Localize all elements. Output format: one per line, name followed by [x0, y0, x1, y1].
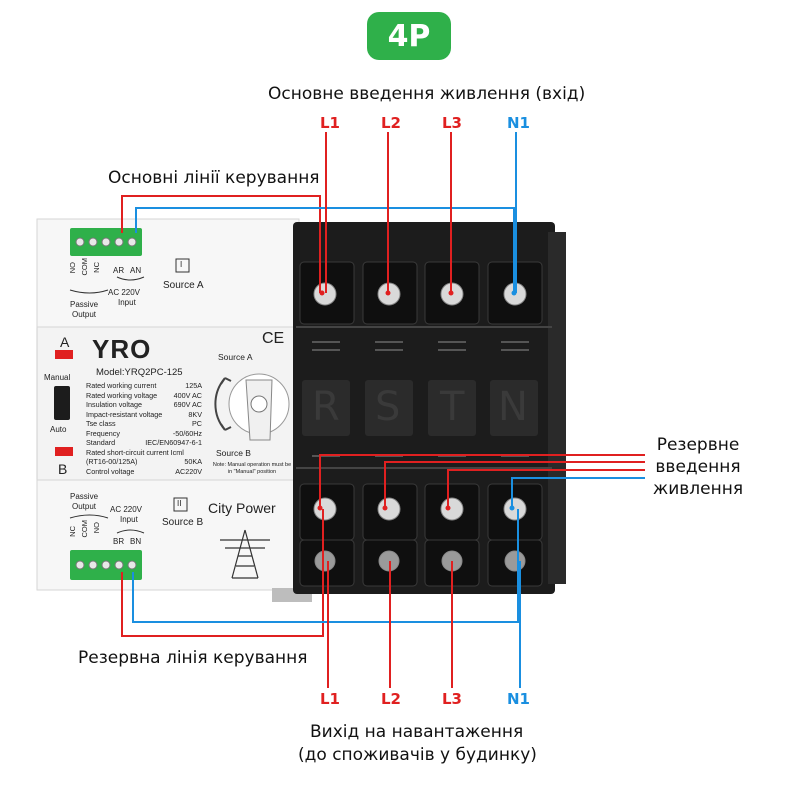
- manual-label: Manual: [44, 373, 71, 382]
- phase-letter-r: R: [312, 384, 340, 430]
- bottom-terminal-label-l1: L1: [320, 690, 340, 708]
- top-terminal-label-l2: L2: [381, 114, 401, 132]
- bottom-source-label: Source B: [162, 517, 204, 528]
- phase-letter-n: N: [498, 384, 528, 430]
- switch-side: [548, 232, 566, 584]
- city-power-label: City Power: [208, 500, 276, 516]
- spec-row: (RT16-00/125A)50KA: [86, 457, 202, 466]
- phase-letter-s: S: [375, 384, 401, 430]
- top-roman-label: I: [180, 260, 183, 269]
- output-caption-line1: Вихід на навантаження: [310, 722, 524, 742]
- bottom-terminal-label-l2: L2: [381, 690, 401, 708]
- bottom-br-label: BR: [113, 537, 125, 546]
- manual-note: Note: Manual operation must be in "Manua…: [212, 462, 292, 475]
- model-label: Model:YRQ2PC-125: [96, 367, 183, 378]
- bottom-ac-label: AC 220V: [110, 505, 143, 514]
- ce-mark: CE: [262, 330, 285, 347]
- top-source-label: Source A: [163, 280, 204, 291]
- top-terminal-label-n1: N1: [507, 114, 530, 132]
- power-tower-icon: [220, 529, 270, 579]
- top-ac-label: AC 220V: [108, 288, 141, 297]
- top-ar-label: AR: [113, 266, 125, 275]
- top-an-label: AN: [130, 266, 142, 275]
- phase-letter-t: T: [440, 384, 465, 430]
- backup-input-caption: Резервне введення живлення: [652, 435, 744, 499]
- main-control-caption: Основні лінії керування: [108, 168, 320, 188]
- spec-row: Rated short-circuit current Icml: [86, 447, 184, 457]
- top-terminal-label-l3: L3: [442, 114, 462, 132]
- top-input-label: Input: [118, 298, 136, 307]
- top-output-label: Output: [72, 310, 97, 319]
- bottom-no-label: NO: [92, 522, 101, 534]
- knob-source-b-label: Source B: [216, 448, 251, 458]
- top-passive-label: Passive: [70, 300, 99, 309]
- bottom-terminal-label-l3: L3: [442, 690, 462, 708]
- bottom-roman-label: II: [177, 499, 182, 508]
- backup-control-caption: Резервна лінія керування: [78, 648, 308, 668]
- spec-row: Frequency-50/60Hz: [86, 428, 202, 438]
- knob-source-a-label: Source A: [218, 352, 253, 362]
- indicator-a-label: A: [60, 334, 70, 350]
- top-terminal-label-l1: L1: [320, 114, 340, 132]
- top-nc-label: NC: [92, 262, 101, 273]
- 4p-badge: 4P: [367, 12, 451, 60]
- brand-logo: YRO: [92, 334, 152, 364]
- bottom-passive-label: Passive: [70, 492, 99, 501]
- main-input-caption: Основне введення живлення (вхід): [268, 84, 586, 104]
- auto-label: Auto: [50, 425, 67, 434]
- bottom-output-label: Output: [72, 502, 97, 511]
- top-module: [36, 218, 300, 328]
- output-caption-line2: (до споживачів у будинку): [298, 745, 537, 765]
- bottom-input-label: Input: [120, 515, 138, 524]
- bottom-terminal-label-n1: N1: [507, 690, 530, 708]
- indicator-b-label: B: [58, 461, 68, 477]
- bottom-bn-label: BN: [130, 537, 142, 546]
